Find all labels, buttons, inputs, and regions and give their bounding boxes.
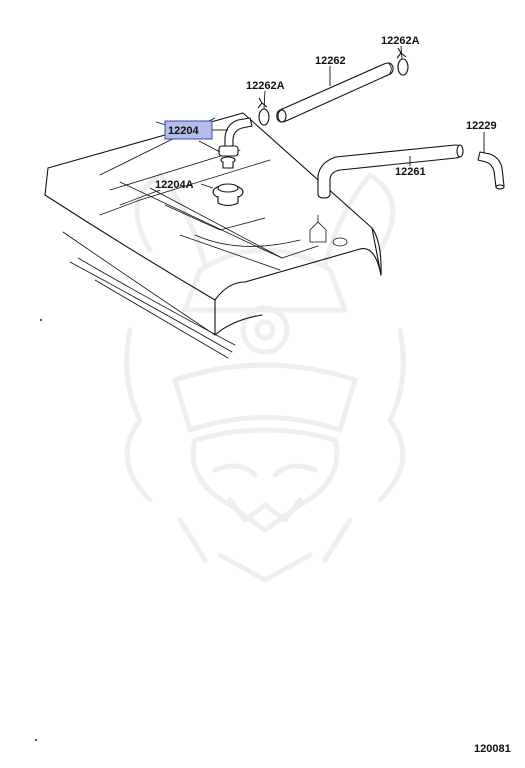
small-hose: [477, 151, 505, 190]
diagram-reference-code: 120081: [474, 743, 511, 755]
leader-lines: [155, 45, 485, 189]
label-12229[interactable]: 12229: [466, 120, 497, 132]
oil-filler-cap: [212, 183, 244, 207]
label-12261[interactable]: 12261: [395, 166, 426, 178]
highlight-box: [164, 120, 213, 140]
ventilation-hose: [276, 62, 394, 123]
cylinder-head-cover: [35, 112, 382, 742]
hose-clamp-right: [396, 47, 409, 76]
label-12204a[interactable]: 12204A: [155, 179, 194, 191]
label-12204[interactable]: 12204: [168, 125, 199, 137]
pcv-valve: [218, 117, 253, 169]
label-12262a-left[interactable]: 12262A: [246, 80, 285, 92]
ventilation-hose-no2: [317, 144, 464, 199]
label-12262a-right[interactable]: 12262A: [381, 35, 420, 47]
hose-clamp-left: [257, 97, 270, 126]
label-12262[interactable]: 12262: [315, 55, 346, 67]
part-labels: 12204 12204A 12262 12262A 12262A 12229 1…: [155, 35, 497, 191]
watermark-logo: [124, 172, 406, 583]
